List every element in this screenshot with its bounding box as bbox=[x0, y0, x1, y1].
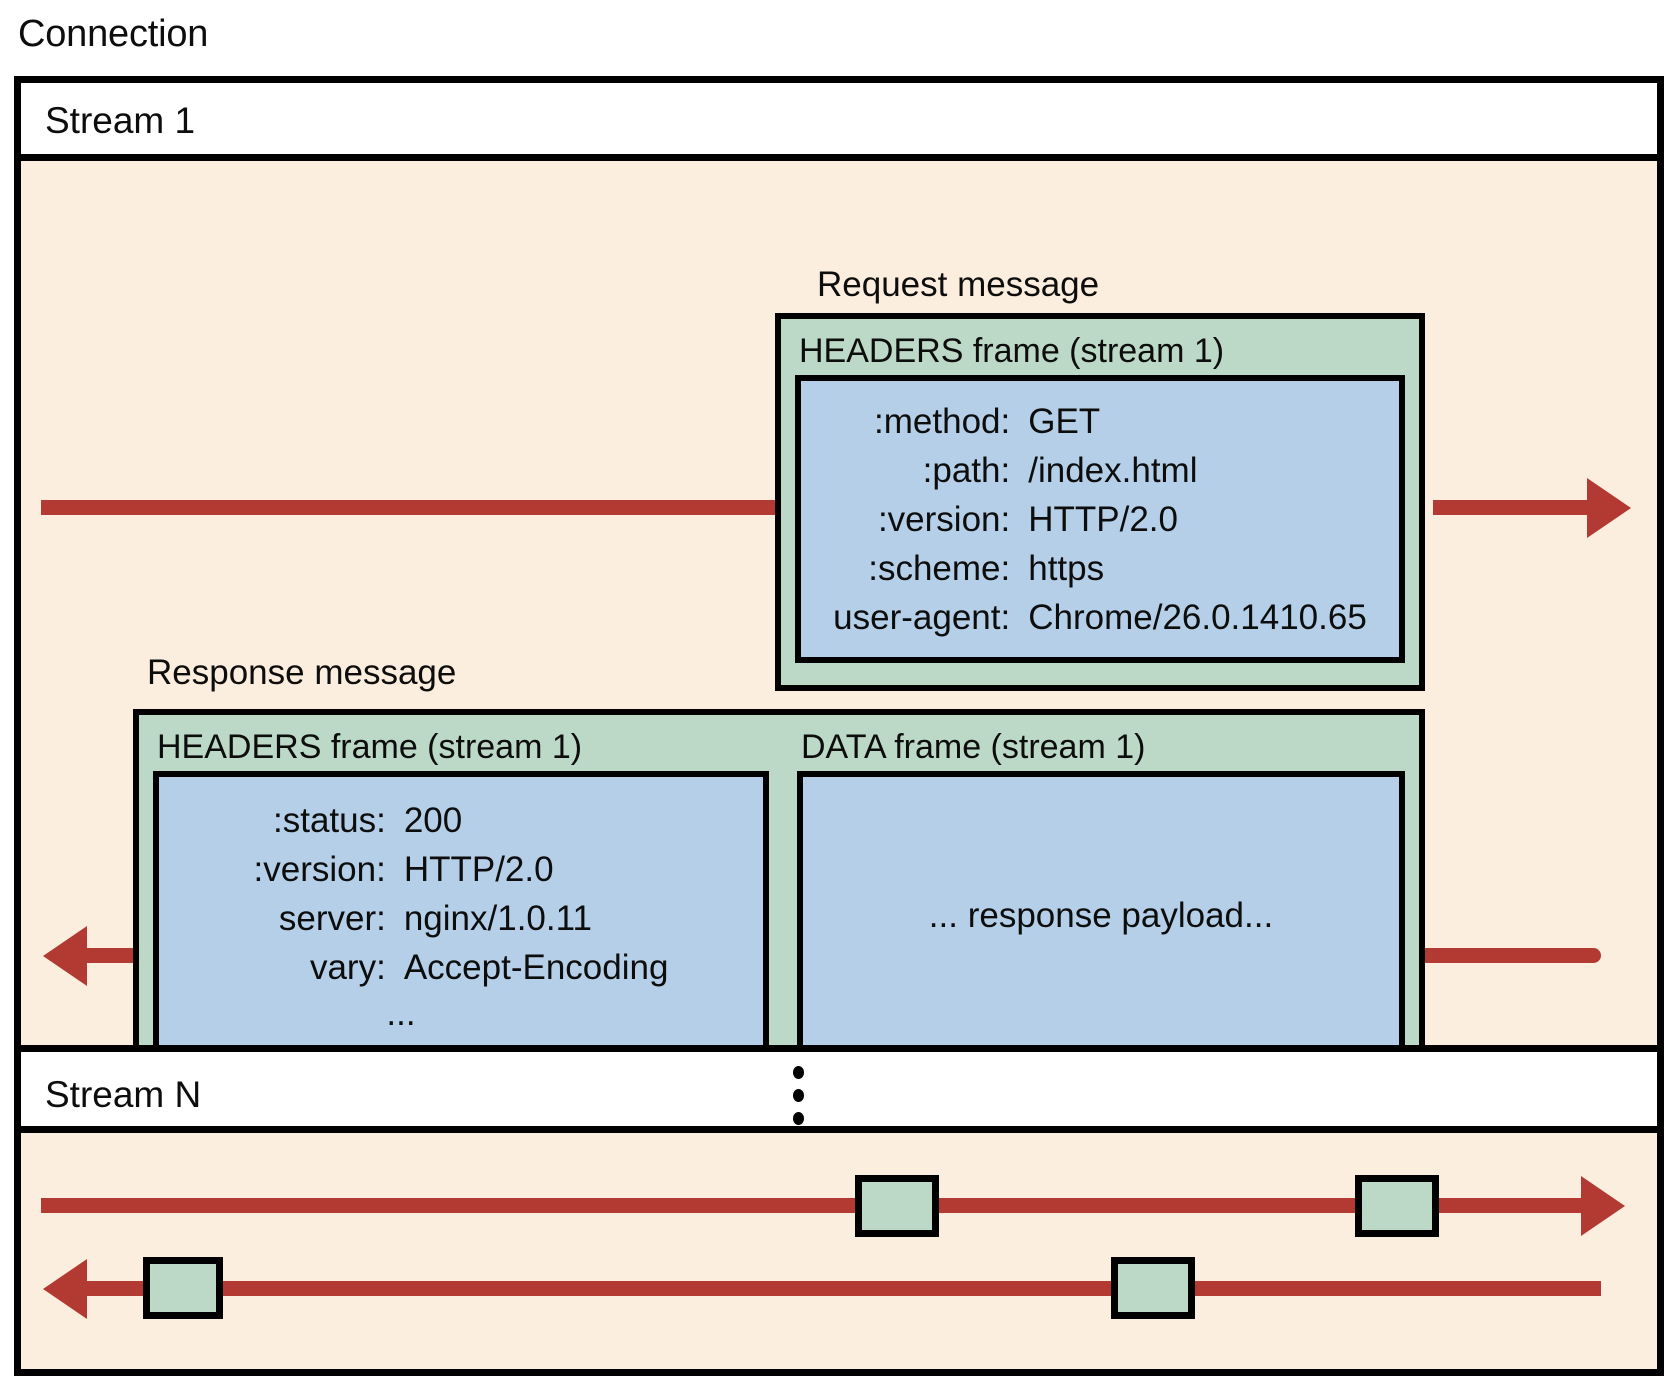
header-value: HTTP/2.0 bbox=[403, 850, 554, 889]
request-message-frame-group: HEADERS frame (stream 1) :method: GET :p… bbox=[775, 313, 1425, 691]
response-message-frame-group: HEADERS frame (stream 1) :status: 200 :v… bbox=[133, 709, 1425, 1089]
header-name: server: bbox=[278, 899, 386, 938]
header-row: :scheme: https bbox=[833, 544, 1367, 593]
header-value: GET bbox=[1028, 401, 1101, 441]
response-headers-frame-title: HEADERS frame (stream 1) bbox=[157, 728, 583, 766]
request-headers-frame: HEADERS frame (stream 1) :method: GET :p… bbox=[781, 319, 1419, 685]
response-arrow-line-left bbox=[85, 948, 137, 963]
connection-label: Connection bbox=[18, 13, 209, 55]
request-arrowhead-right bbox=[1587, 478, 1631, 538]
request-arrow-line-left bbox=[41, 500, 777, 515]
response-headers-payload: :status: 200 :version: HTTP/2.0 server: … bbox=[153, 771, 769, 1061]
stream-1-label: Stream 1 bbox=[45, 100, 196, 141]
response-header-list: :status: 200 :version: HTTP/2.0 server: … bbox=[254, 796, 669, 992]
connection-box: Stream 1 Request message HEADERS frame (… bbox=[14, 76, 1664, 1376]
header-name: :scheme: bbox=[868, 548, 1011, 588]
response-headers-frame: HEADERS frame (stream 1) :status: 200 :v… bbox=[139, 715, 783, 1083]
stream-1-header: Stream 1 bbox=[21, 83, 1657, 161]
header-name: :version: bbox=[877, 499, 1011, 539]
stream-n-incoming-arrowhead bbox=[43, 1259, 87, 1319]
header-row: :method: GET bbox=[833, 397, 1367, 446]
response-headers-ellipsis: ... bbox=[386, 994, 416, 1033]
header-row: server: nginx/1.0.11 bbox=[254, 894, 669, 943]
stream-n-label: Stream N bbox=[45, 1074, 202, 1115]
stream-n-frame-block bbox=[1355, 1175, 1439, 1237]
response-data-frame: DATA frame (stream 1) ... response paylo… bbox=[783, 715, 1419, 1083]
request-message-label: Request message bbox=[817, 265, 1100, 304]
stream-n-outgoing-arrowhead bbox=[1581, 1176, 1625, 1236]
header-row: vary: Accept-Encoding bbox=[254, 943, 669, 992]
stream-1-body: Request message HEADERS frame (stream 1)… bbox=[21, 161, 1657, 1089]
header-value: 200 bbox=[403, 801, 463, 840]
stream-n-frame-block bbox=[143, 1257, 223, 1319]
header-value: /index.html bbox=[1028, 450, 1198, 490]
stream-n-frame-block bbox=[1111, 1257, 1195, 1319]
header-name: :method: bbox=[874, 401, 1011, 441]
response-arrowhead-left bbox=[43, 926, 87, 986]
response-data-payload: ... response payload... bbox=[797, 771, 1405, 1061]
response-data-frame-title: DATA frame (stream 1) bbox=[801, 728, 1146, 766]
request-headers-payload: :method: GET :path: /index.html :version… bbox=[795, 375, 1405, 663]
header-row: :version: HTTP/2.0 bbox=[254, 845, 669, 894]
header-value: nginx/1.0.11 bbox=[403, 899, 592, 938]
response-payload-text: ... response payload... bbox=[928, 896, 1274, 935]
stream-n-body bbox=[21, 1133, 1657, 1369]
header-name: :status: bbox=[273, 801, 386, 840]
header-name: user-agent: bbox=[833, 597, 1011, 637]
header-value: HTTP/2.0 bbox=[1028, 499, 1178, 539]
header-row: user-agent: Chrome/26.0.1410.65 bbox=[833, 593, 1367, 642]
request-headers-frame-title: HEADERS frame (stream 1) bbox=[799, 332, 1225, 370]
stream-n-header: Stream N bbox=[21, 1045, 1657, 1133]
header-row: :path: /index.html bbox=[833, 446, 1367, 495]
response-arrow-line-right bbox=[1425, 948, 1601, 963]
request-header-list: :method: GET :path: /index.html :version… bbox=[833, 397, 1367, 642]
stream-n-incoming-arrow-line bbox=[85, 1281, 1601, 1296]
response-message-label: Response message bbox=[147, 653, 457, 692]
header-name: :path: bbox=[922, 450, 1011, 490]
header-row: :status: 200 bbox=[254, 796, 669, 845]
vertical-ellipsis-icon bbox=[793, 1066, 805, 1126]
header-value: Accept-Encoding bbox=[403, 948, 669, 987]
header-row: :version: HTTP/2.0 bbox=[833, 495, 1367, 544]
header-name: :version: bbox=[253, 850, 386, 889]
request-arrow-line-right bbox=[1433, 500, 1589, 515]
header-value: https bbox=[1028, 548, 1105, 588]
header-name: vary: bbox=[309, 948, 386, 987]
stream-n-outgoing-arrow-line bbox=[41, 1198, 1601, 1213]
header-value: Chrome/26.0.1410.65 bbox=[1028, 597, 1367, 637]
stream-n-frame-block bbox=[855, 1175, 939, 1237]
